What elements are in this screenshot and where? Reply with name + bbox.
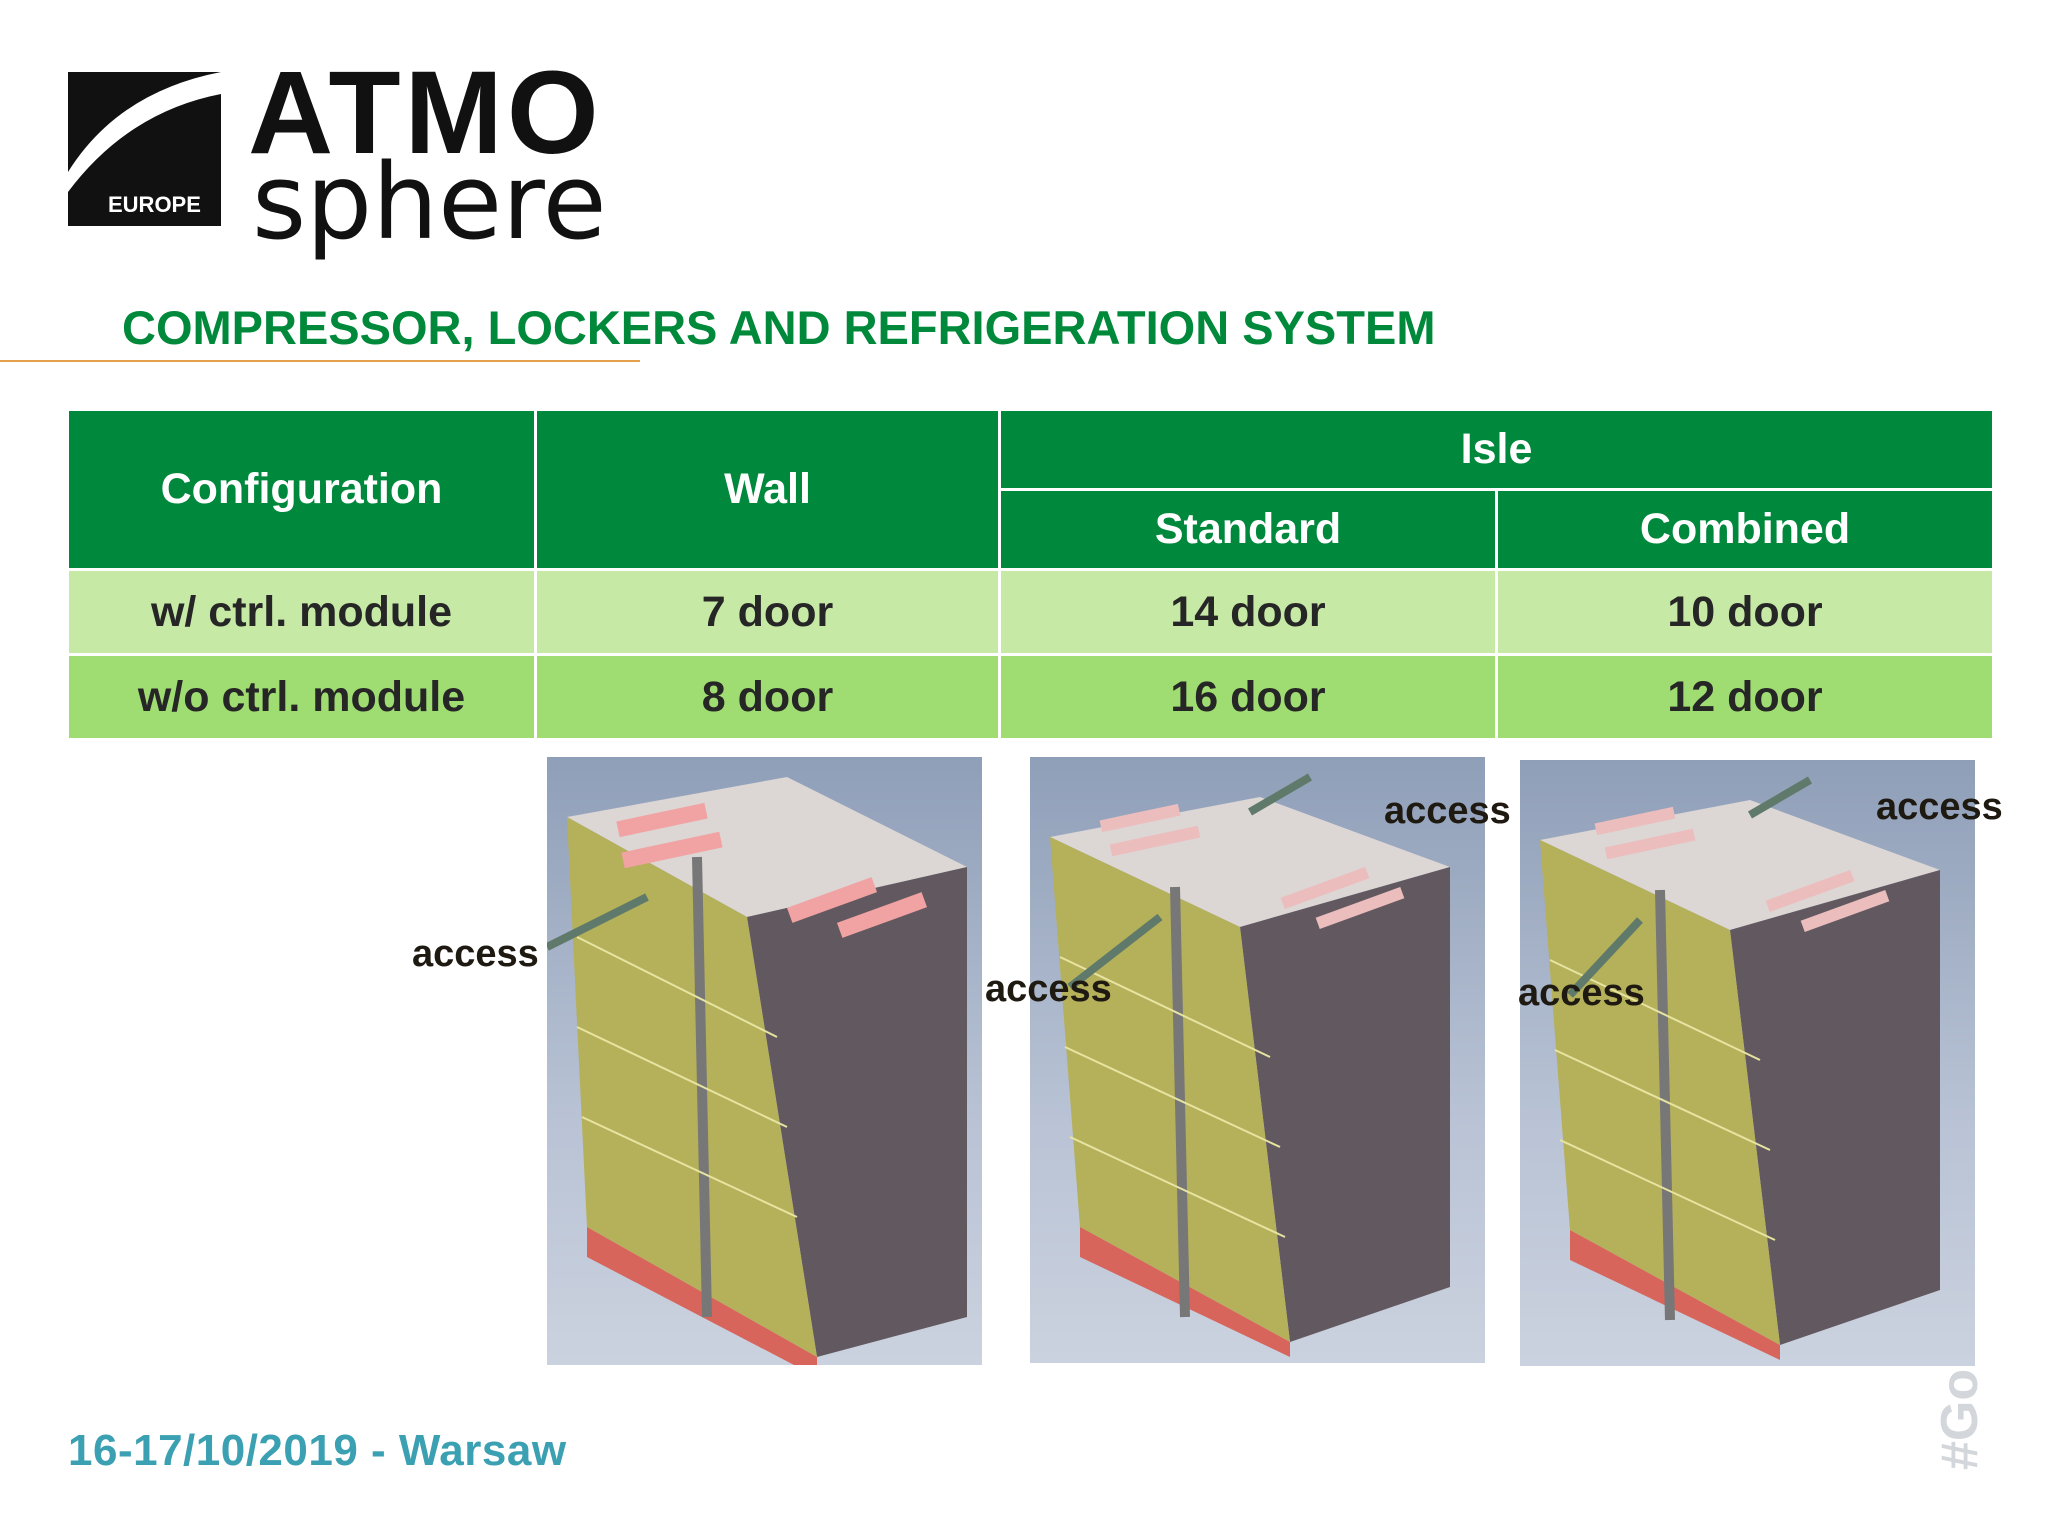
locker-configuration-table: Configuration Wall Isle Standard Combine… bbox=[66, 408, 1996, 741]
header-standard: Standard bbox=[998, 488, 1498, 571]
access-label-standard-top: access bbox=[1384, 790, 1511, 832]
access-label-combined-top: access bbox=[1876, 786, 2003, 828]
row-label: w/o ctrl. module bbox=[66, 653, 537, 741]
cell-wall: 7 door bbox=[534, 568, 1001, 656]
logo-wordmark-sphere: sphere bbox=[252, 141, 607, 263]
row-label: w/ ctrl. module bbox=[66, 568, 537, 656]
logo-wordmark-atmo: ATMO bbox=[248, 47, 603, 179]
slide-title: COMPRESSOR, LOCKERS AND REFRIGERATION SY… bbox=[122, 301, 1436, 354]
locker-render-isle-combined bbox=[1520, 760, 1975, 1366]
table-row: w/ ctrl. module 7 door 14 door 10 door bbox=[66, 568, 1996, 656]
access-label-combined-front: access bbox=[1518, 972, 1645, 1014]
access-label-wall: access bbox=[412, 933, 539, 975]
event-date-location: 16-17/10/2019 - Warsaw bbox=[68, 1426, 567, 1475]
header-configuration: Configuration bbox=[66, 408, 537, 571]
side-hashtag: #Go bbox=[1931, 1368, 1989, 1470]
access-label-standard-front: access bbox=[985, 968, 1112, 1010]
locker-render-wall bbox=[547, 757, 982, 1365]
header-combined: Combined bbox=[1494, 488, 1996, 571]
title-divider bbox=[0, 360, 640, 362]
header-isle: Isle bbox=[997, 408, 1996, 491]
cell-standard: 16 door bbox=[998, 653, 1498, 741]
cell-combined: 12 door bbox=[1494, 653, 1996, 741]
logo-europe-text: EUROPE bbox=[108, 192, 201, 217]
cell-combined: 10 door bbox=[1494, 568, 1996, 656]
atmosphere-logo-mark: EUROPE bbox=[68, 72, 221, 226]
cell-wall: 8 door bbox=[534, 653, 1001, 741]
cell-standard: 14 door bbox=[998, 568, 1498, 656]
locker-render-isle-standard bbox=[1030, 757, 1485, 1363]
header-wall: Wall bbox=[534, 408, 1001, 571]
table-row: w/o ctrl. module 8 door 16 door 12 door bbox=[66, 653, 1996, 741]
